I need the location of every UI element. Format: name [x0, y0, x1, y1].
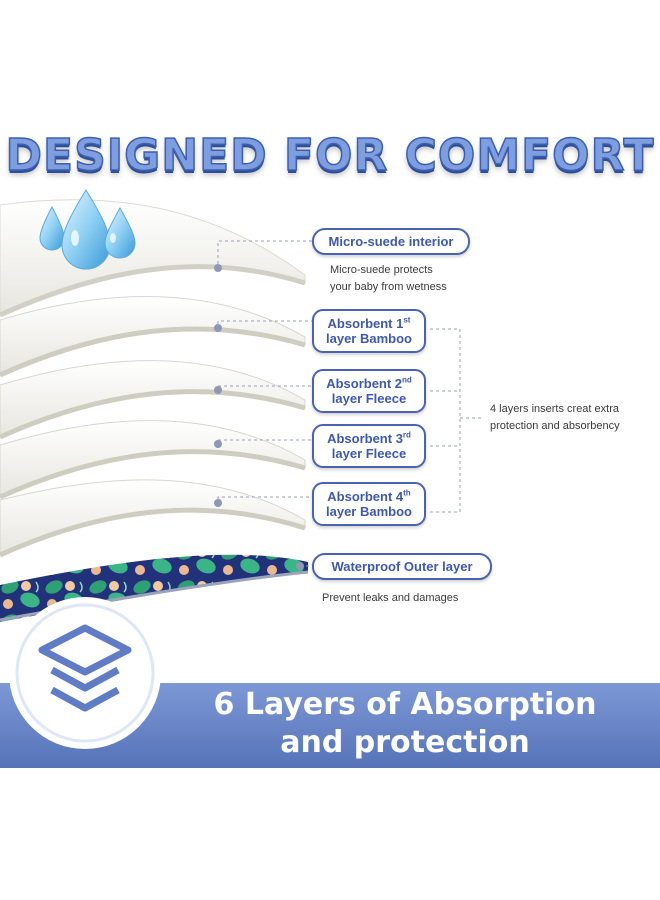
water-drops-icon: [39, 189, 136, 270]
label-line-2: layer Bamboo: [326, 331, 412, 346]
label-line-2: layer Fleece: [331, 446, 407, 461]
banner-line-2: and protection: [280, 725, 530, 760]
label-absorbent-4th-layer: Absorbent 4th layer Bamboo: [312, 482, 426, 526]
label-line-2: layer Fleece: [331, 391, 407, 406]
label-line-1: Absorbent 3rd: [327, 430, 411, 446]
label-line-1: Absorbent 2nd: [326, 375, 412, 391]
banner-line-1: 6 Layers of Absorption: [213, 687, 597, 722]
label-line-1: Absorbent 4th: [327, 488, 411, 504]
label-text: Waterproof Outer layer: [331, 559, 473, 574]
page-title: DESIGNED FOR COMFORT: [5, 129, 655, 182]
label-absorbent-2nd-layer: Absorbent 2nd layer Fleece: [312, 369, 426, 413]
group-note: 4 layers inserts creat extra protection …: [490, 403, 620, 432]
micro-suede-description: Micro-suede protects your baby from wetn…: [330, 264, 447, 293]
label-waterproof-outer-layer: Waterproof Outer layer: [312, 553, 492, 580]
label-absorbent-1st-layer: Absorbent 1st layer Bamboo: [312, 309, 426, 353]
label-line-1: Absorbent 1st: [327, 315, 411, 331]
layers-icon: [38, 624, 132, 712]
waterproof-description: Prevent leaks and damages: [322, 592, 459, 604]
label-line-2: layer Bamboo: [326, 504, 412, 519]
label-absorbent-3rd-layer: Absorbent 3rd layer Fleece: [312, 424, 426, 468]
label-text: Micro-suede interior: [328, 234, 454, 249]
label-micro-suede-interior: Micro-suede interior: [312, 228, 470, 255]
